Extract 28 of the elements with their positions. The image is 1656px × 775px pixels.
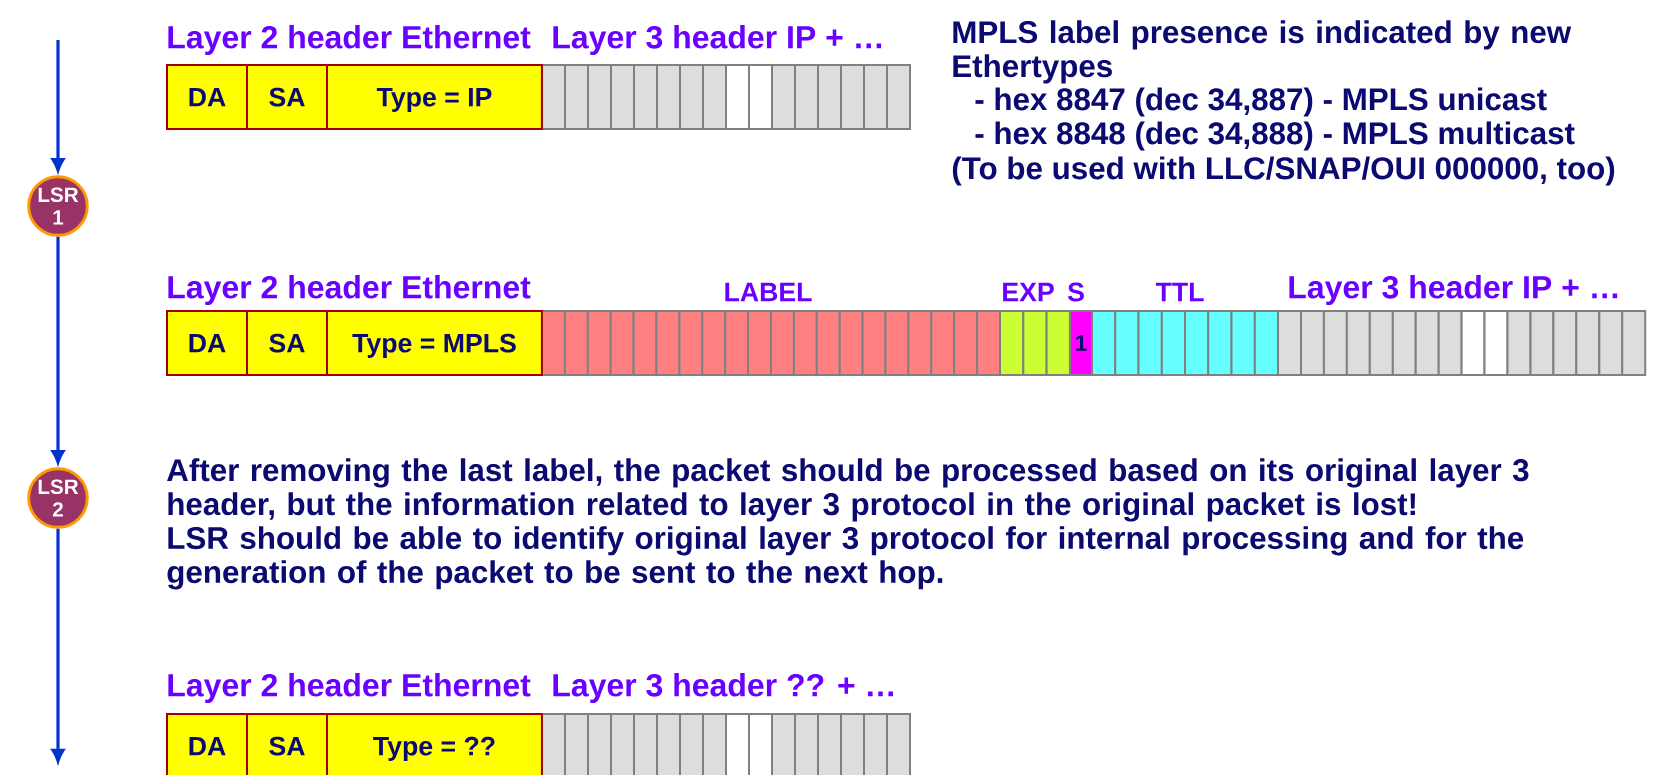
header-label: Layer 2 header Ethernet — [168, 673, 531, 703]
note-text: - hex 8847 (dec 34,887) - MPLS unicast — [975, 87, 1547, 117]
field-label: LABEL — [725, 282, 812, 302]
header-label: Layer 3 header IP + … — [1289, 275, 1618, 305]
arrow — [51, 40, 65, 172]
bit-cell: 1 — [1069, 310, 1093, 376]
arrow — [51, 528, 65, 763]
note-text: MPLS label presence is indicated by new Ethertypes — [953, 20, 1572, 84]
header-label: Layer 2 header Ethernet — [168, 25, 531, 55]
field-label: TTL — [1155, 282, 1204, 302]
header-field: SA — [246, 310, 328, 376]
field-label: EXP — [1003, 282, 1054, 302]
header-field: DA — [166, 310, 248, 376]
header-label: Layer 2 header Ethernet — [168, 275, 531, 305]
header-field: DA — [166, 713, 248, 775]
node-label: Type = ?? — [373, 736, 495, 761]
header-field: SA — [246, 713, 328, 775]
header-label: Layer 3 header IP + … — [553, 25, 882, 55]
node-label: DA — [189, 737, 226, 756]
paragraph: LSR should be able to identify original layer 3 protocol for internal processing and for the generation of the packet to be sent to the next hop. — [167, 526, 1524, 590]
paragraph: After removing the last label, the packet should be processed based on its original layer 3 header, but the information related to layer 3 protocol in the original packet is lost! — [167, 458, 1529, 522]
note-text: - hex 8848 (dec 34,888) - MPLS multicast — [975, 121, 1575, 151]
arrow — [51, 236, 65, 464]
note-text: (To be used with LLC/SNAP/OUI 000000, too) — [952, 156, 1615, 186]
header-field: DA — [166, 64, 248, 130]
header-field: SA — [246, 64, 328, 130]
node-label: SA — [269, 736, 305, 756]
header-label: Layer 3 header ?? + … — [553, 673, 893, 703]
